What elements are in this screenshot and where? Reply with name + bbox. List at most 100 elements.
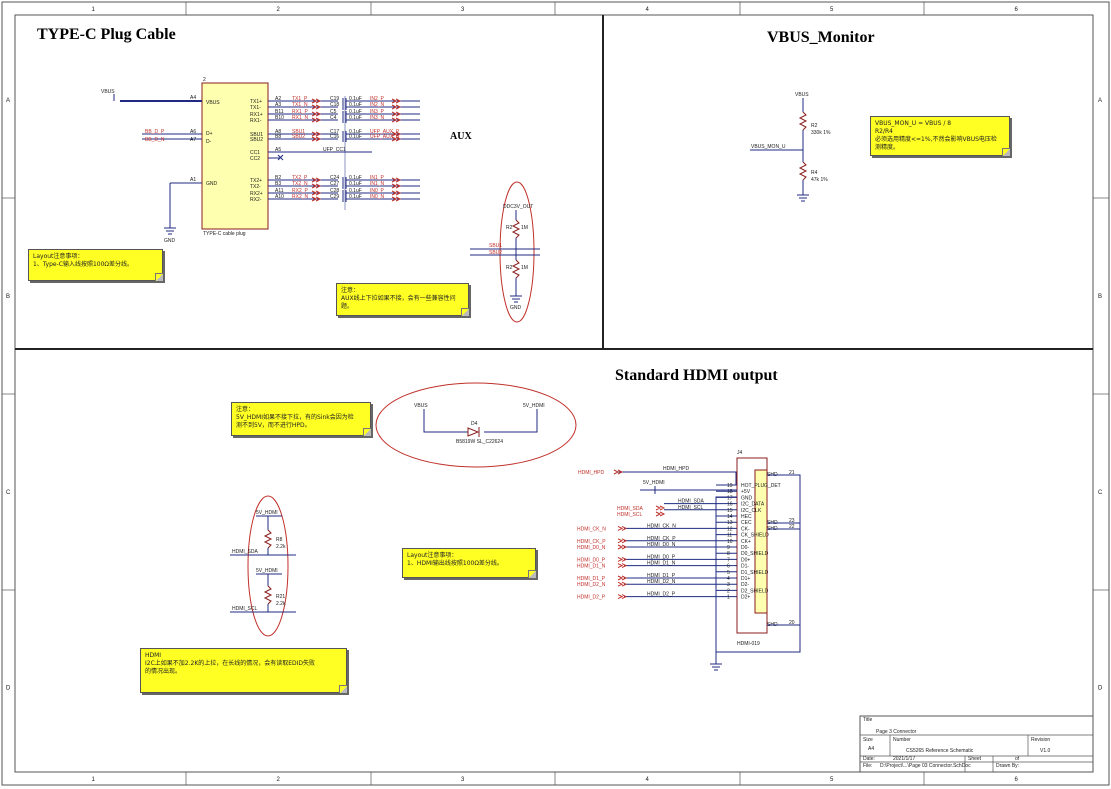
border-col-bot-4: 5 [830, 777, 834, 783]
pullup-r2 [263, 585, 273, 605]
i2c-note: HDMI I2C上如果不加2.2K的上拉，在长线的情况，会有读取EDID失败 的… [140, 648, 347, 693]
typec-pin-net-8: TX2_P [292, 175, 308, 181]
hdmi-pin-name-3: I2C_DATA [741, 502, 765, 508]
diode-note: 注意： 5V_HDMI如果不接下拉，有的Sink会因为检 测不到5V，而不进行H… [231, 402, 371, 436]
aux-r-bot-val: 1M [521, 265, 528, 271]
typec-cap-val-5: 0.1uF [349, 134, 362, 140]
typec-gnd-label: GND [164, 238, 176, 244]
diode-symbol [467, 427, 480, 437]
typec-pin-name-4: SBU1 [250, 132, 263, 138]
typec-pin-num-4: A8 [275, 129, 281, 135]
tb-number: CS5265 Reference Schematic [906, 748, 974, 754]
port-arrow-icon [617, 581, 628, 587]
i2c-note-line3: 的情况出现。 [145, 668, 182, 675]
hdmi-pin-net-9: HDMI_CK_P [647, 536, 676, 542]
hdmi-port-label-12: HDMI_D0_P [577, 557, 606, 563]
tb-revision-label: Revision [1031, 737, 1051, 743]
pullup-net2: 5V_HDMI [256, 568, 278, 574]
hdmi-shield-num-3: 20 [789, 620, 795, 626]
port-arrow-icon [391, 111, 402, 117]
vbus-mon-r2-val: 47k 1% [811, 177, 828, 183]
hdmi-pin-net-18: HDMI_D2_P [647, 592, 676, 598]
port-arrow-icon [311, 196, 322, 202]
vbus-mon-r2-ref: R4 [811, 170, 818, 176]
note-fold-icon [339, 685, 347, 693]
hdmi-pin-net-7: HDMI_CK_N [647, 523, 676, 529]
typec-pin-net-5: SBU2 [292, 134, 305, 140]
diode-part: B5819W SL_C22624 [456, 439, 503, 445]
port-arrow-icon [311, 136, 322, 142]
aux-r-top-ref: R2 [506, 225, 513, 231]
hdmi-pin-num-4: 15 [727, 508, 733, 514]
aux-gnd-label: GND [510, 305, 522, 311]
typec-cap-ref-11: C29 [330, 194, 339, 200]
hdmi-pin-name-8: CK_SHIELD [741, 533, 769, 539]
border-col-bot-5: 6 [1015, 777, 1019, 783]
vbus-note-line4: 测精度。 [875, 144, 900, 151]
port-arrow-icon [391, 177, 402, 183]
border-col-top-0: 1 [92, 7, 96, 13]
hdmi-shield-num-2: 22 [789, 524, 795, 530]
typec-out-net-9: IN1_N [370, 181, 385, 187]
aux-highlight-ellipse [499, 181, 535, 323]
hdmi-pin-num-9: 10 [727, 539, 733, 545]
typec-cap-val-4: 0.1uF [349, 129, 362, 135]
hdmi-shield-num-0: 21 [789, 470, 795, 476]
border-col-bot-0: 1 [92, 777, 96, 783]
aux-note-line3: 题。 [341, 303, 354, 310]
typec-cap-ref-5: C16 [330, 134, 339, 140]
pullup-r1-val: 2.2k [276, 544, 286, 550]
typec-cap-val-9: 0.1uF [349, 181, 362, 187]
scl-port-label: HDMI_SCL [617, 512, 643, 518]
typec-pin-num-6: A5 [275, 147, 281, 153]
aux-net-ddc: DDC3V_OUT [503, 204, 533, 210]
pullup-r1-ref: R8 [276, 537, 283, 543]
hdmi-pin-net-4: HDMI_SCL [678, 505, 704, 511]
hdmi-pin-num-16: 3 [727, 582, 730, 588]
hdmi-connector[interactable] [736, 457, 768, 634]
vbus-mon-net-top: VBUS [795, 92, 809, 98]
hpd-port-arrow [613, 469, 624, 475]
hdmi-pin-net-3: HDMI_SDA [678, 499, 705, 505]
typec-section-title: TYPE-C Plug Cable [37, 26, 176, 43]
port-arrow-icon [391, 117, 402, 123]
hdmi-pin-num-12: 7 [727, 557, 730, 563]
port-arrow-icon [391, 98, 402, 104]
typec-out-net-8: IN1_P [370, 175, 385, 181]
hdmi-layout-note: Layout注意事项： 1、HDMI输出线按照100Ω差分线。 [402, 548, 536, 578]
hpd-net-label: HDMI_HPD [663, 466, 690, 472]
hdmi-shield-num-1: 23 [789, 518, 795, 524]
hdmi-pin-net-15: HDMI_D1_P [647, 573, 676, 579]
hpd-wire [618, 471, 737, 486]
typec-connector[interactable]: 2 TYPE-C cable plug [201, 77, 269, 237]
port-arrow-icon [311, 117, 322, 123]
typec-pin-num-2: B11 [275, 109, 284, 115]
hdmi-pin-num-7: 12 [727, 526, 733, 532]
note-fold-icon [461, 308, 469, 316]
hdmi-pin-name-6: CEC [741, 520, 752, 526]
scl-port-arrow [655, 511, 666, 517]
vbus-note-line2: R2/R4 [875, 128, 893, 135]
typec-pin-name-0: TX1+ [250, 99, 262, 105]
typec-pin-a6: A6 [190, 129, 196, 135]
port-arrow-icon [391, 136, 402, 142]
title-block [859, 715, 1094, 773]
hdmi-pin-name-4: I2C_CLK [741, 508, 762, 514]
hdmi-pin-name-13: D1- [741, 564, 749, 570]
typec-cap-val-3: 0.1uF [349, 115, 362, 121]
no-connect-icon [277, 154, 284, 161]
typec-cap-ref-2: C5 [330, 109, 337, 115]
hdmi-pin-net-13: HDMI_D1_N [647, 561, 676, 567]
aux-resistor-top [511, 219, 521, 239]
typec-pin-name-2: RX1+ [250, 112, 263, 118]
hdmi-pin-name-16: D2- [741, 582, 749, 588]
v5-net-label: 5V_HDMI [643, 480, 665, 486]
hdmi-pin-num-14: 5 [727, 570, 730, 576]
hdmi-port-label-9: HDMI_CK_P [577, 539, 606, 545]
hdmi-port-label-13: HDMI_D1_N [577, 564, 606, 570]
pullup-r1 [263, 529, 273, 549]
